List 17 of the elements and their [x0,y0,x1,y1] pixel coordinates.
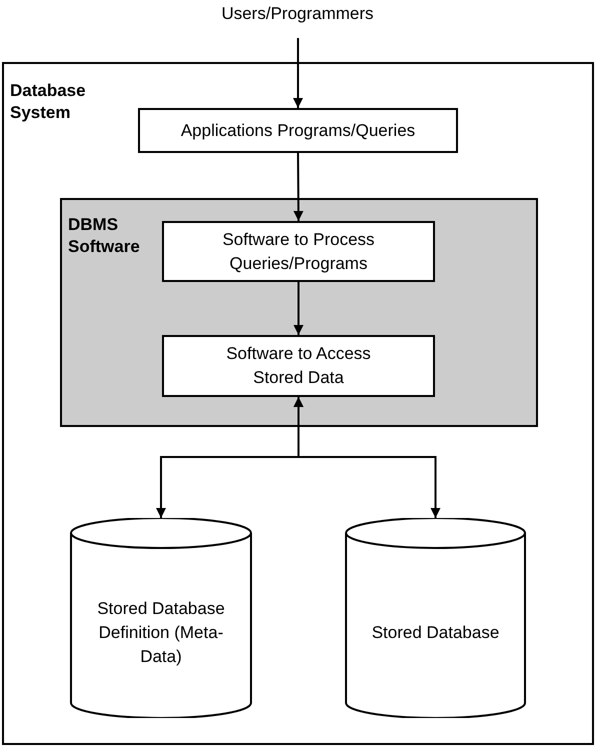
group-title: Database System [10,80,87,124]
node-label: Software to Process Queries/Programs [221,228,376,274]
node-label: Stored Database [372,622,500,644]
process-box [162,335,435,397]
node-label: Stored Database Definition (Meta-Data) [96,598,226,668]
dbms-panel [60,198,538,427]
arrow [294,282,304,335]
system-frame [2,62,594,745]
arrow [293,38,303,108]
arrow [294,397,440,518]
node-label: Users/Programmers [221,3,374,25]
process-box [138,108,458,153]
node-label: Software to Access Stored Data [225,343,372,389]
node-label: Applications Programs/Queries [180,120,416,142]
group-title: DBMS Software [68,214,141,258]
process-box [162,221,435,282]
arrow [293,153,304,221]
